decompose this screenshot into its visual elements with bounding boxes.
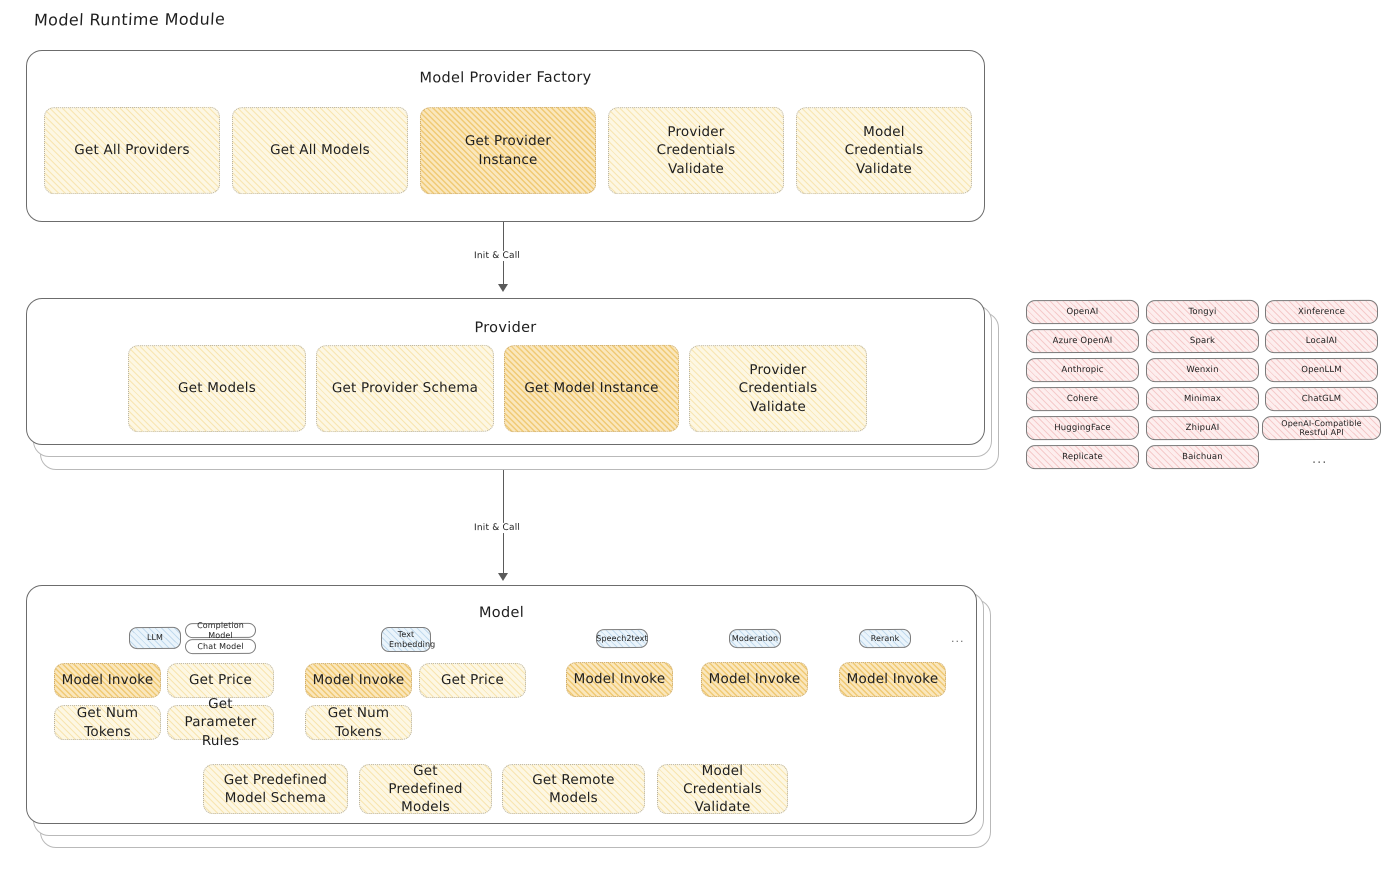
arrow-provider-to-model-line: [503, 470, 505, 575]
text-embedding-method-get-num-tokens[interactable]: Get Num Tokens: [304, 704, 413, 741]
provider-method-get-models[interactable]: Get Models: [127, 344, 307, 433]
llm-method-get-price[interactable]: Get Price: [166, 662, 275, 699]
llm-method-get-parameter-rules[interactable]: Get Parameter Rules: [166, 696, 275, 749]
model-provider-factory-title: Model Provider Factory: [419, 69, 592, 87]
rerank-method-model-invoke[interactable]: Model Invoke: [838, 661, 947, 698]
provider-method-get-model-instance[interactable]: Get Model Instance: [503, 344, 680, 433]
text-embedding-method-get-price[interactable]: Get Price: [418, 662, 527, 699]
model-shared-method-model-credentials-validate[interactable]: Model Credentials Validate: [656, 763, 789, 815]
model-type-badge-llm[interactable]: LLM: [128, 626, 182, 650]
model-types-more: ...: [951, 632, 965, 645]
provider-list-item-anthropic[interactable]: Anthropic: [1025, 357, 1140, 383]
model-shared-method-get-predefined-models[interactable]: Get Predefined Models: [358, 763, 493, 815]
factory-method-get-provider-instance[interactable]: Get Provider Instance: [419, 106, 597, 195]
factory-method-provider-credentials-validate[interactable]: Provider Credentials Validate: [607, 106, 785, 195]
llm-method-model-invoke[interactable]: Model Invoke: [53, 662, 162, 699]
provider-list-item-localai[interactable]: LocalAI: [1264, 328, 1379, 354]
arrow-factory-to-provider-head: [498, 284, 508, 292]
model-sub-badge-chat-model[interactable]: Chat Model: [184, 638, 257, 655]
provider-list-item-cohere[interactable]: Cohere: [1025, 386, 1140, 412]
model-title: Model: [478, 604, 525, 622]
provider-method-get-provider-schema[interactable]: Get Provider Schema: [315, 344, 495, 433]
provider-list-item-zhipuai[interactable]: ZhipuAI: [1145, 415, 1260, 441]
provider-list-item-openai-compatible-restful-api[interactable]: OpenAI-Compatible Restful API: [1261, 415, 1382, 441]
model-sub-badge-completion-model[interactable]: Completion Model: [184, 621, 257, 640]
model-shared-method-get-remote-models[interactable]: Get Remote Models: [501, 763, 646, 815]
factory-method-model-credentials-validate[interactable]: Model Credentials Validate: [795, 106, 973, 195]
provider-list-item-openai[interactable]: OpenAI: [1025, 299, 1140, 325]
provider-list-item-xinference[interactable]: Xinference: [1264, 299, 1379, 325]
model-type-badge-speech2text[interactable]: Speech2text: [595, 628, 649, 649]
provider-list-item-spark[interactable]: Spark: [1145, 328, 1260, 354]
text-embedding-method-model-invoke[interactable]: Model Invoke: [304, 662, 413, 699]
model-shared-method-get-predefined-model-schema[interactable]: Get Predefined Model Schema: [202, 763, 349, 815]
provider-list-more: ...: [1312, 452, 1328, 467]
provider-list-item-baichuan[interactable]: Baichuan: [1145, 444, 1260, 470]
provider-list-item-chatglm[interactable]: ChatGLM: [1264, 386, 1379, 412]
provider-list-item-minimax[interactable]: Minimax: [1145, 386, 1260, 412]
llm-method-get-num-tokens[interactable]: Get Num Tokens: [53, 704, 162, 741]
model-type-badge-rerank[interactable]: Rerank: [858, 628, 912, 649]
model-type-badge-text-embedding[interactable]: Text Embedding: [380, 626, 435, 653]
moderation-method-model-invoke[interactable]: Model Invoke: [700, 661, 809, 698]
arrow-provider-to-model-head: [498, 573, 508, 581]
provider-list-item-tongyi[interactable]: Tongyi: [1145, 299, 1260, 325]
speech2text-method-model-invoke[interactable]: Model Invoke: [565, 661, 674, 698]
provider-list-item-replicate[interactable]: Replicate: [1025, 444, 1140, 470]
provider-list-item-openllm[interactable]: OpenLLM: [1264, 357, 1379, 383]
provider-title: Provider: [474, 319, 537, 337]
factory-method-get-all-providers[interactable]: Get All Providers: [43, 106, 221, 195]
model-card: Model: [26, 585, 977, 824]
provider-list-item-azure-openai[interactable]: Azure OpenAI: [1025, 328, 1140, 354]
provider-list-item-huggingface[interactable]: HuggingFace: [1025, 415, 1140, 441]
page-title: Model Runtime Module: [33, 9, 226, 30]
provider-method-provider-credentials-validate[interactable]: Provider Credentials Validate: [688, 344, 868, 433]
model-type-badge-moderation[interactable]: Moderation: [728, 628, 782, 649]
arrow-label-init-and-call-2: Init & Call: [469, 522, 525, 534]
provider-list-item-wenxin[interactable]: Wenxin: [1145, 357, 1260, 383]
factory-method-get-all-models[interactable]: Get All Models: [231, 106, 409, 195]
arrow-label-init-and-call-1: Init & Call: [469, 250, 525, 262]
